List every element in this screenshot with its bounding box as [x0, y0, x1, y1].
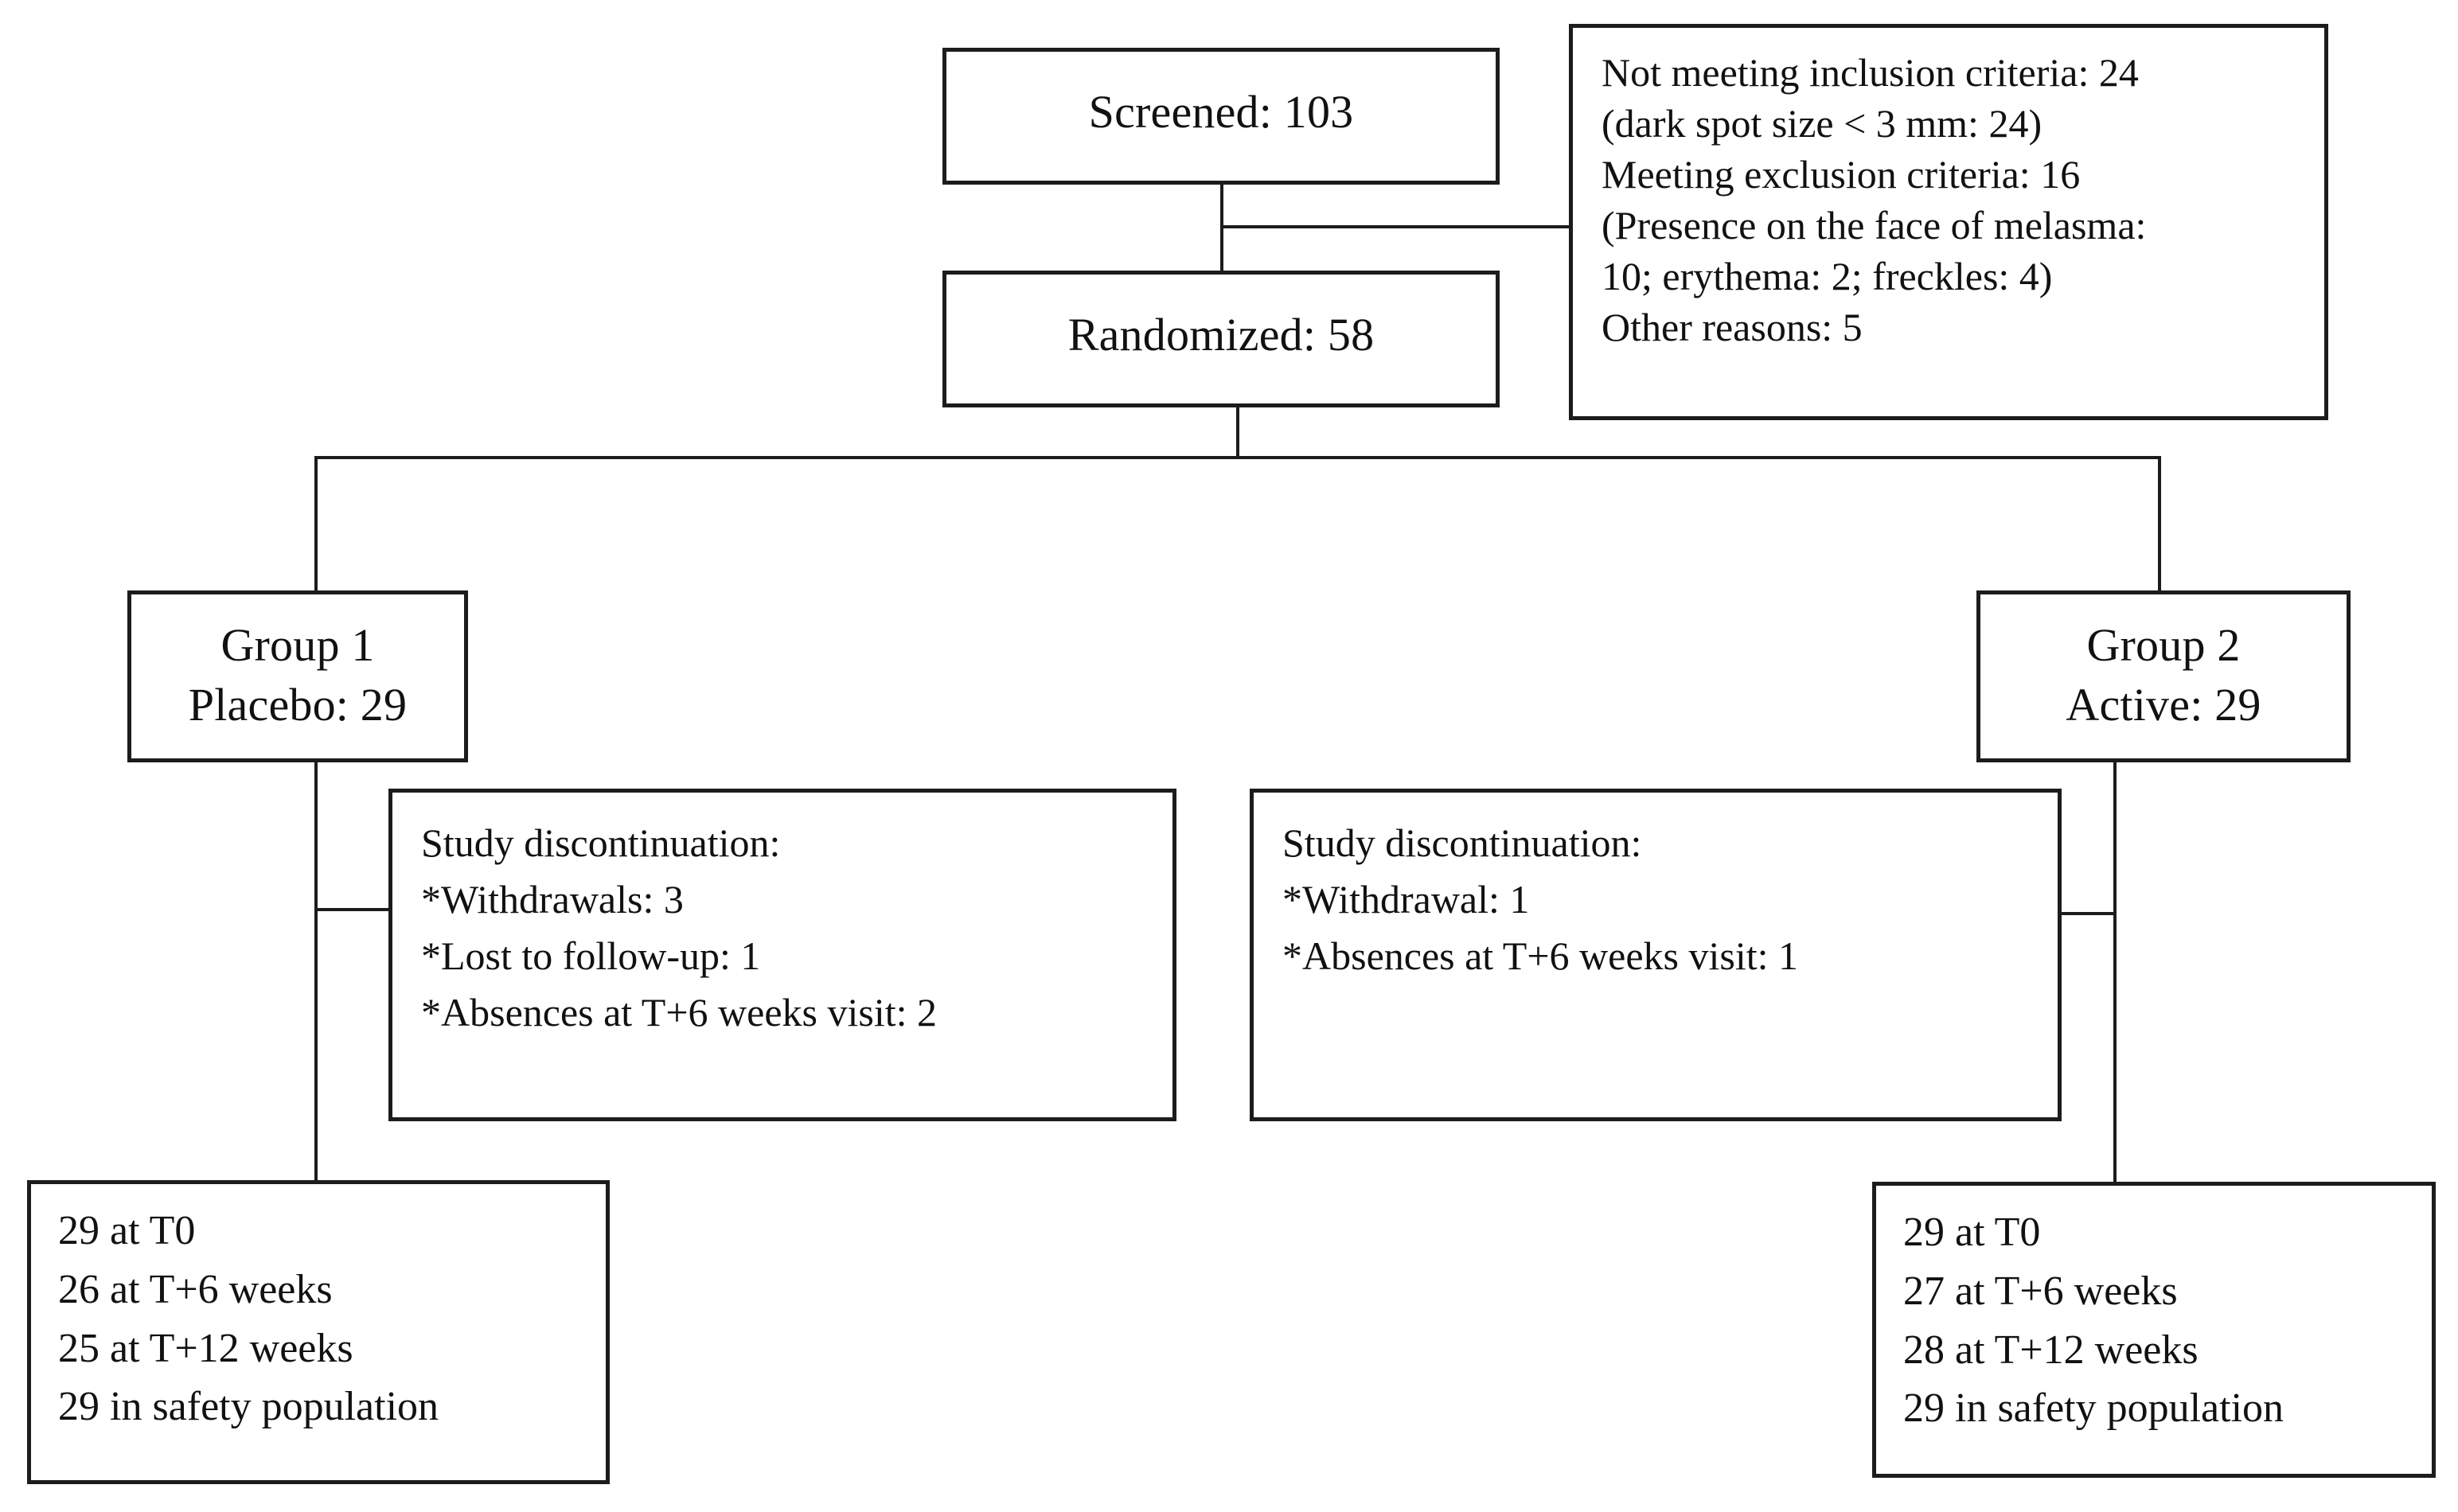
- node-screened: Screened: 103: [942, 48, 1500, 185]
- node-group2-line-2: Active: 29: [2066, 679, 2261, 731]
- connector-randomization-split-bar: [314, 456, 2161, 459]
- node-discontinuation-group2: Study discontinuation: *Withdrawal: 1 *A…: [1250, 789, 2062, 1121]
- node-outcomes-group1: 29 at T0 26 at T+6 weeks 25 at T+12 week…: [27, 1180, 610, 1484]
- node-out1-line-2: 26 at T+6 weeks: [58, 1266, 333, 1312]
- node-disc1-line-1: Study discontinuation:: [421, 820, 781, 865]
- node-out2-line-1: 29 at T0: [1903, 1210, 2041, 1255]
- connector-screened-to-randomized: [1220, 183, 1223, 275]
- node-disc2-line-3: *Absences at T+6 weeks visit: 1: [1282, 933, 1798, 978]
- node-out2-line-2: 27 at T+6 weeks: [1903, 1268, 2178, 1314]
- connector-split-to-group1: [314, 456, 318, 593]
- node-randomized: Randomized: 58: [942, 271, 1500, 407]
- connector-group2-to-discontinuation: [2042, 912, 2116, 915]
- node-out1-line-1: 29 at T0: [58, 1208, 196, 1253]
- node-group1-line-2: Placebo: 29: [188, 679, 408, 731]
- node-exclusions: Not meeting inclusion criteria: 24 (dark…: [1569, 24, 2328, 420]
- connector-group1-spine: [314, 760, 318, 1183]
- node-disc2-line-1: Study discontinuation:: [1282, 820, 1642, 865]
- node-outcomes-group1-text: 29 at T0 26 at T+6 weeks 25 at T+12 week…: [58, 1202, 595, 1436]
- node-group2-text: Group 2 Active: 29: [1980, 615, 2347, 735]
- node-discontinuation-group1-text: Study discontinuation: *Withdrawals: 3 *…: [421, 815, 1158, 1041]
- node-discontinuation-group1: Study discontinuation: *Withdrawals: 3 *…: [388, 789, 1176, 1121]
- node-group2-line-1: Group 2: [2086, 619, 2241, 671]
- node-screened-line-1: Screened: 103: [1088, 86, 1354, 138]
- connector-group1-to-discontinuation: [314, 908, 390, 911]
- node-disc1-line-3: *Lost to follow-up: 1: [421, 933, 761, 978]
- node-group1-text: Group 1 Placebo: 29: [131, 615, 464, 735]
- node-outcomes-group2-text: 29 at T0 27 at T+6 weeks 28 at T+12 week…: [1903, 1203, 2421, 1438]
- node-exclusions-line-5: 10; erythema: 2; freckles: 4): [1602, 254, 2053, 298]
- node-screened-text: Screened: 103: [946, 82, 1496, 142]
- node-group2-active: Group 2 Active: 29: [1976, 590, 2351, 762]
- node-randomized-text: Randomized: 58: [946, 305, 1496, 364]
- node-exclusions-line-3: Meeting exclusion criteria: 16: [1602, 152, 2081, 197]
- node-disc1-line-2: *Withdrawals: 3: [421, 877, 684, 922]
- node-out1-line-4: 29 in safety population: [58, 1384, 439, 1430]
- node-disc2-line-2: *Withdrawal: 1: [1282, 877, 1530, 922]
- connector-group2-spine: [2113, 760, 2117, 1183]
- node-exclusions-line-1: Not meeting inclusion criteria: 24: [1602, 50, 2139, 95]
- connector-randomized-down: [1236, 406, 1239, 458]
- connector-to-exclusions-box: [1220, 225, 1570, 228]
- node-group1-line-1: Group 1: [220, 619, 375, 671]
- connector-split-to-group2: [2158, 456, 2161, 593]
- node-discontinuation-group2-text: Study discontinuation: *Withdrawal: 1 *A…: [1282, 815, 2043, 984]
- node-outcomes-group2: 29 at T0 27 at T+6 weeks 28 at T+12 week…: [1872, 1182, 2436, 1478]
- node-randomized-line-1: Randomized: 58: [1067, 309, 1375, 360]
- node-exclusions-line-2: (dark spot size < 3 mm: 24): [1602, 101, 2042, 146]
- node-group1-placebo: Group 1 Placebo: 29: [127, 590, 468, 762]
- node-out2-line-4: 29 in safety population: [1903, 1385, 2284, 1432]
- node-exclusions-line-6: Other reasons: 5: [1602, 305, 1863, 349]
- node-out1-line-3: 25 at T+12 weeks: [58, 1325, 353, 1371]
- node-exclusions-text: Not meeting inclusion criteria: 24 (dark…: [1602, 47, 2310, 353]
- node-disc1-line-4: *Absences at T+6 weeks visit: 2: [421, 990, 937, 1035]
- node-out2-line-3: 28 at T+12 weeks: [1903, 1327, 2199, 1373]
- node-exclusions-line-4: (Presence on the face of melasma:: [1602, 203, 2147, 247]
